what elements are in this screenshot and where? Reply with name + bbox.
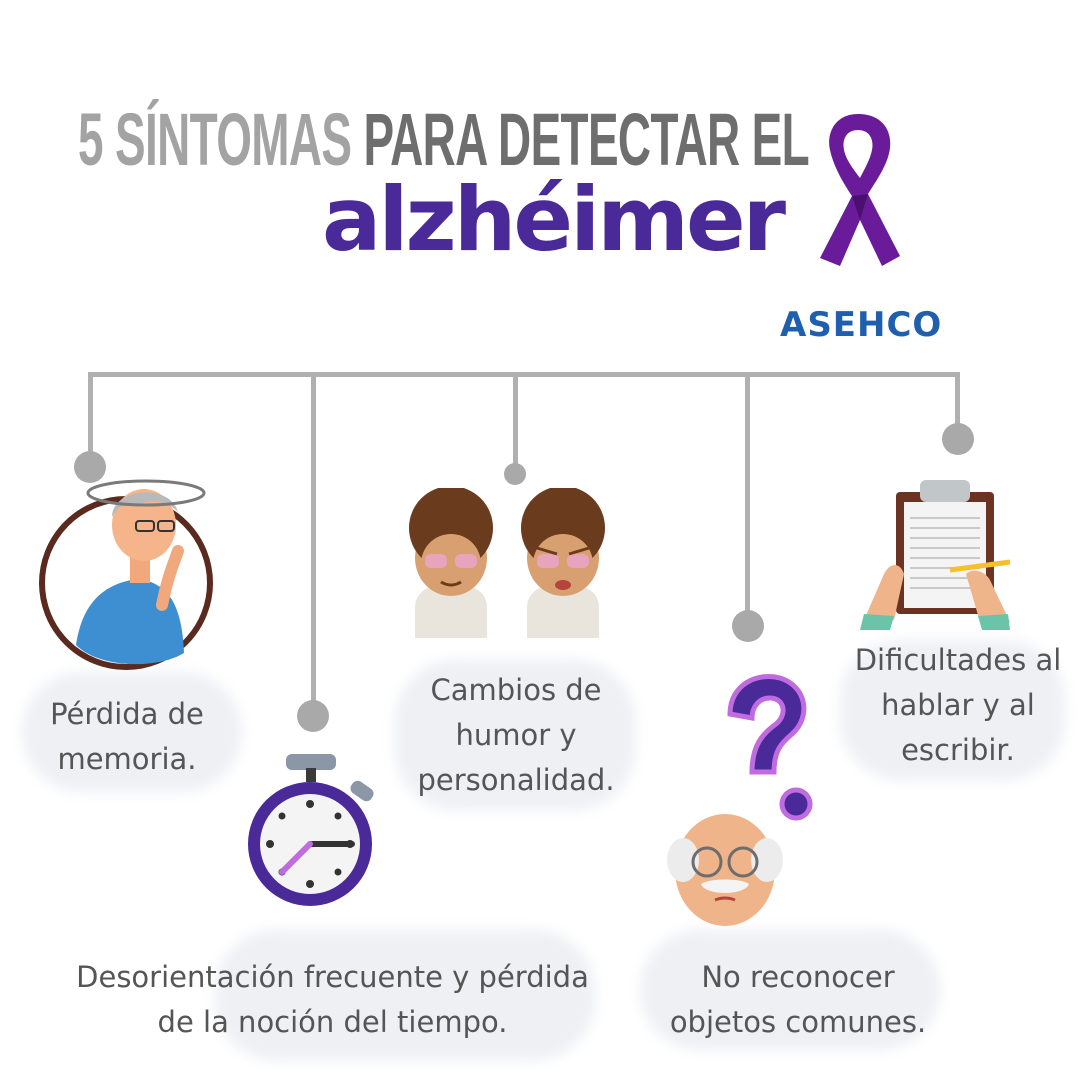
caption-bg-4 [640, 930, 940, 1050]
timeline-stem-2 [311, 372, 316, 704]
clipboard-writing-icon [860, 480, 1011, 630]
timeline-dot-3 [504, 463, 526, 485]
title-part-1: 5 SÍNTOMAS [78, 98, 352, 181]
title-line-1: 5 SÍNTOMAS PARA DETECTAR EL [78, 98, 810, 181]
timeline-stem-4 [745, 372, 750, 612]
elderly-man-icon [667, 814, 783, 926]
caption-bg-3 [395, 660, 635, 810]
awareness-ribbon-icon [820, 114, 900, 266]
title-part-2: PARA DETECTAR EL [363, 98, 810, 181]
symptom-2-label: Desorientación frecuente y pérdida de la… [76, 960, 589, 1039]
moody-faces-icon [409, 488, 605, 638]
caption-bg-1 [22, 672, 242, 792]
timeline-dot-5 [942, 423, 974, 455]
symptom-4-label: No reconocer objetos comunes. [669, 960, 927, 1039]
caption-bg-2 [215, 930, 595, 1060]
dizzy-man-icon [39, 479, 213, 670]
timeline-dot-1 [74, 451, 106, 483]
title-line-2: alzhéimer [322, 168, 786, 271]
timeline-stem-5 [955, 372, 960, 428]
timeline-dot-2 [297, 700, 329, 732]
timeline-dot-4 [732, 610, 764, 642]
symptom-5-label: Dificultades al hablar y al escribir. [854, 643, 1062, 767]
symptom-1-label: Pérdida de memoria. [50, 697, 204, 776]
timeline-stem-3 [513, 372, 518, 468]
question-mark-icon [727, 674, 813, 821]
stopwatch-icon [248, 754, 374, 906]
caption-bg-5 [840, 640, 1065, 780]
timeline-stem-1 [88, 372, 93, 454]
timeline-bar [88, 372, 960, 377]
symptom-3-label: Cambios de humor y personalidad. [417, 673, 615, 797]
asehco-logo: ASEHCO [780, 305, 943, 345]
